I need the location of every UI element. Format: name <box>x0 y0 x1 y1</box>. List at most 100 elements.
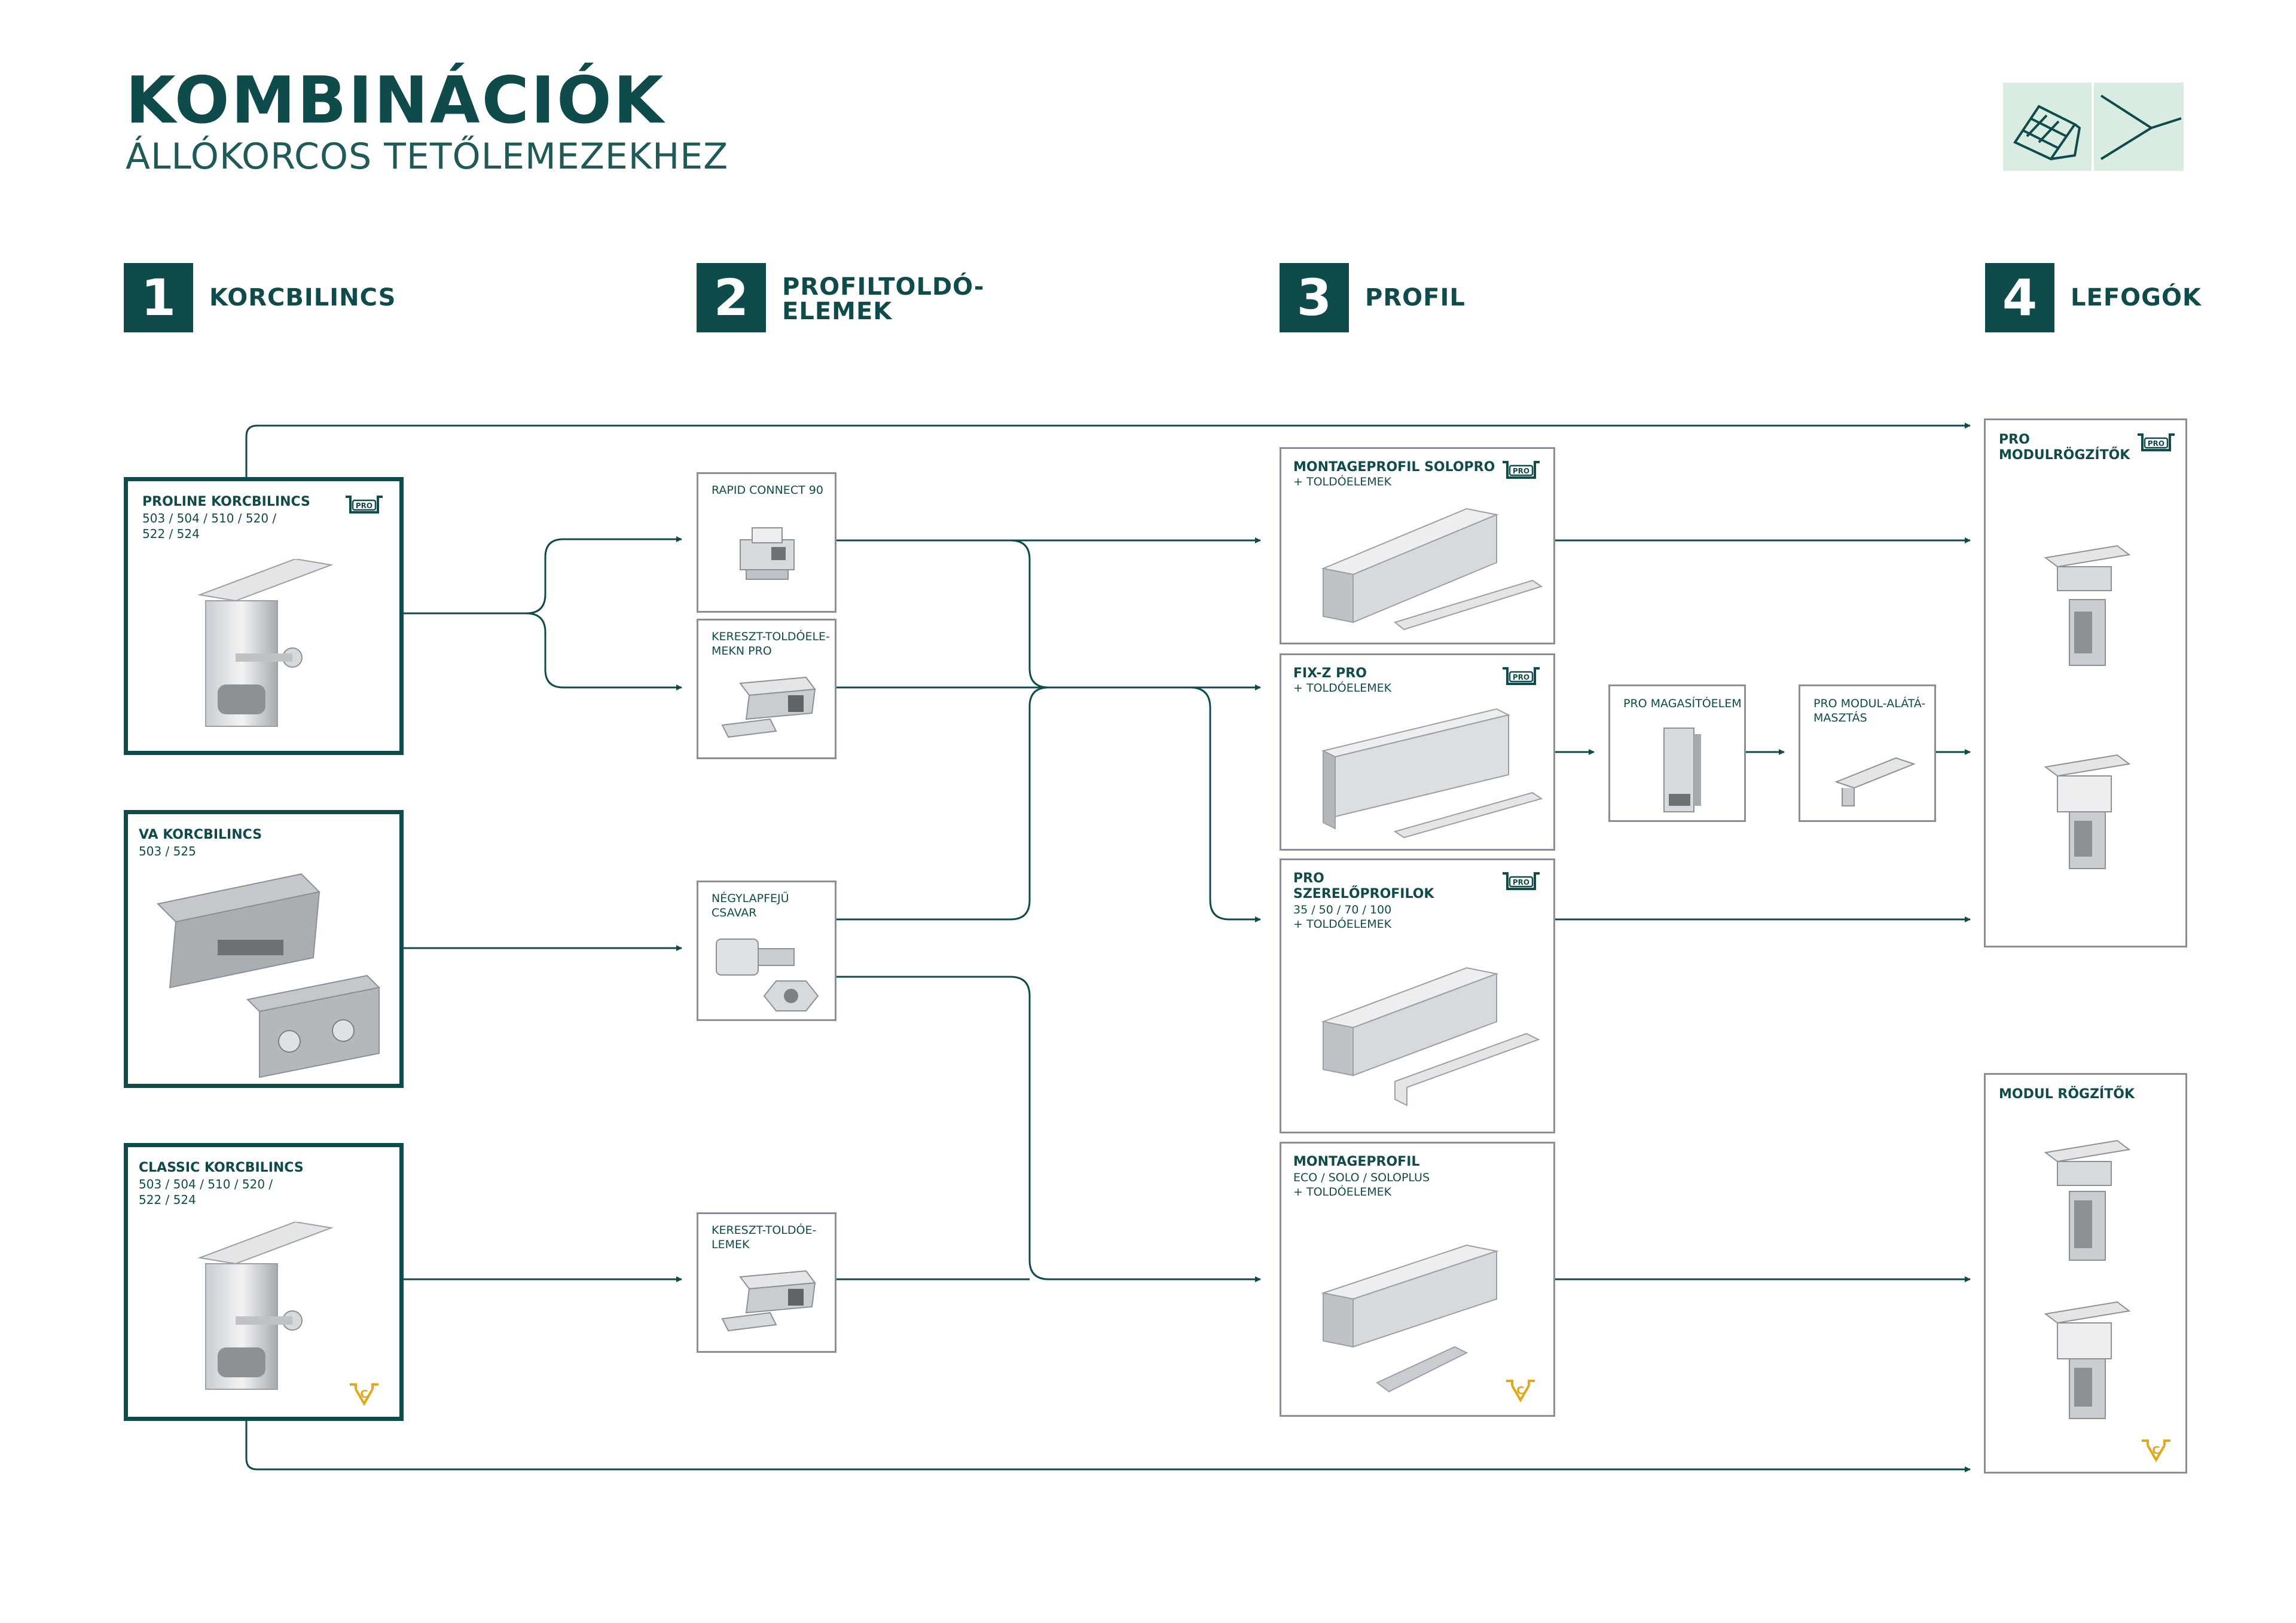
card-subtitle-2: 522 / 524 <box>139 1193 196 1207</box>
card-subtitle: ECO / SOLO / SOLOPLUS <box>1293 1171 1430 1184</box>
classic-c-badge-icon: C <box>2142 1439 2170 1462</box>
alatamasztas-image <box>1834 757 1916 806</box>
card-subtitle: 503 / 504 / 510 / 520 / <box>142 511 277 525</box>
proline-clamp-image <box>197 559 334 727</box>
step-label-3: PROFIL <box>1365 284 1465 311</box>
modul-rogzitok-card[interactable]: MODUL RÖGZÍTŐK C <box>1984 1073 2187 1474</box>
rapid-connect-image <box>740 527 795 580</box>
page-subtitle: ÁLLÓKORCOS TETŐLEMEZEKHEZ <box>126 136 729 178</box>
card-title: KERESZT-TOLDÓELE- <box>712 630 830 643</box>
line-rapid-bus <box>1010 539 1049 689</box>
magasito-image <box>1663 728 1701 812</box>
pro-magasito-card[interactable]: PRO MAGASÍTÓELEM <box>1608 684 1746 822</box>
card-subtitle: 503 / 504 / 510 / 520 / <box>139 1177 273 1191</box>
classic-c-badge-icon: C <box>1506 1380 1535 1402</box>
card-title: FIX-Z PRO <box>1293 666 1367 681</box>
card-subtitle: + TOLDÓELEMEK <box>1293 475 1392 488</box>
svg-text:PRO: PRO <box>1513 878 1529 887</box>
card-subtitle-2: + TOLDÓELEMEK <box>1293 1185 1392 1199</box>
step-label-2: PROFILTOLDÓ- ELEMEK <box>782 273 985 325</box>
card-title: PROLINE KORCBILINCS <box>142 494 310 509</box>
classic-c-badge-icon: C <box>350 1383 378 1406</box>
line-proline-to-pro-clips <box>245 423 1971 478</box>
pro-szerelo-profile-image <box>1321 967 1540 1107</box>
card-title-2: SZERELŐPROFILOK <box>1293 887 1434 901</box>
pro-modul-alatamasztas-card[interactable]: PRO MODUL-ALÁTÁ- MASZTÁS <box>1799 684 1936 822</box>
svg-text:PRO: PRO <box>1513 467 1529 475</box>
card-title: RAPID CONNECT 90 <box>712 484 823 497</box>
solopro-profile-card[interactable]: MONTAGEPROFIL SOLOPRO + TOLDÓELEMEK PRO <box>1280 447 1555 644</box>
step-number-1: 1 <box>124 263 193 332</box>
line-classic-to-modul <box>245 1418 1971 1472</box>
line-csavar-to-montage <box>835 976 1261 1282</box>
card-title: MONTAGEPROFIL <box>1293 1154 1420 1169</box>
card-title: PRO MAGASÍTÓELEM <box>1623 697 1742 710</box>
card-subtitle-2: 522 / 524 <box>142 527 200 541</box>
card-title: VA KORCBILINCS <box>139 827 262 842</box>
svg-text:C: C <box>2152 1444 2160 1457</box>
card-title: PRO <box>1293 871 1324 886</box>
card-title: MONTAGEPROFIL SOLOPRO <box>1293 460 1495 475</box>
step-number-3: 3 <box>1280 263 1349 332</box>
classic-clamp-image <box>197 1222 334 1390</box>
svg-text:C: C <box>360 1388 368 1401</box>
line-split-to-kereszt-pro <box>526 612 682 690</box>
roof-slope-icon <box>2094 82 2184 171</box>
card-subtitle-2: + TOLDÓELEMEK <box>1293 918 1392 931</box>
bolt-nut-image <box>716 939 819 1011</box>
pro-end-clamp-image <box>2044 545 2131 666</box>
card-title: KERESZT-TOLDÓE- <box>712 1224 817 1237</box>
pro-seam-badge-icon: PRO <box>1503 461 1540 479</box>
fixz-pro-card[interactable]: FIX-Z PRO + TOLDÓELEMEK PRO <box>1280 653 1555 851</box>
svg-text:PRO: PRO <box>1513 673 1529 681</box>
montageprofil-card[interactable]: MONTAGEPROFIL ECO / SOLO / SOLOPLUS + TO… <box>1280 1142 1555 1417</box>
pro-szerelo-profil-card[interactable]: PRO SZERELŐPROFILOK 35 / 50 / 70 / 100 +… <box>1280 858 1555 1133</box>
end-clamp-image <box>2044 1139 2131 1261</box>
svg-text:C: C <box>1516 1384 1524 1397</box>
pro-seam-badge-icon: PRO <box>1503 872 1540 890</box>
card-title: PRO MODUL-ALÁTÁ- <box>1813 697 1926 710</box>
kereszt-pro-card[interactable]: KERESZT-TOLDÓELE- MEKN PRO <box>697 619 836 759</box>
pro-middle-clamp-image <box>2044 754 2131 869</box>
solar-roof-icon <box>2003 82 2092 171</box>
card-subtitle: + TOLDÓELEMEK <box>1293 681 1392 695</box>
card-subtitle: 503 / 525 <box>139 844 196 858</box>
page-title: KOMBINÁCIÓK <box>126 63 665 138</box>
classic-clamp-card[interactable]: CLASSIC KORCBILINCS 503 / 504 / 510 / 52… <box>124 1143 404 1421</box>
pro-seam-badge-icon: PRO <box>2138 433 2175 451</box>
card-title: NÉGYLAPFEJŰ <box>712 892 789 905</box>
card-subtitle: 35 / 50 / 70 / 100 <box>1293 903 1392 916</box>
svg-text:PRO: PRO <box>356 502 373 510</box>
card-title-2: MODULRÖGZÍTŐK <box>1999 448 2130 463</box>
fixz-profile-image <box>1321 708 1543 839</box>
negylapfeju-csavar-card[interactable]: NÉGYLAPFEJŰ CSAVAR <box>697 881 836 1021</box>
kereszt-toldoelemek-image <box>721 1270 816 1332</box>
va-clamp-card[interactable]: VA KORCBILINCS 503 / 525 <box>124 810 404 1088</box>
pro-seam-badge-icon: PRO <box>346 496 383 514</box>
va-clamp-image <box>156 873 381 1078</box>
pro-modulrogzitok-card[interactable]: PRO MODULRÖGZÍTŐK PRO <box>1984 418 2187 947</box>
solopro-profile-image <box>1321 508 1543 631</box>
svg-text:PRO: PRO <box>2148 439 2164 448</box>
step-label-1: KORCBILINCS <box>209 284 396 311</box>
kereszt-toldoelemek-card[interactable]: KERESZT-TOLDÓE- LEMEK <box>697 1212 836 1353</box>
middle-clamp-image <box>2044 1301 2131 1419</box>
proline-clamp-card[interactable]: PROLINE KORCBILINCS 503 / 504 / 510 / 52… <box>124 477 404 755</box>
rapid-connect-card[interactable]: RAPID CONNECT 90 <box>697 472 836 613</box>
line-csavar-to-bus <box>835 686 1049 921</box>
card-title-2: MEKN PRO <box>712 644 772 658</box>
card-title: MODUL RÖGZÍTŐK <box>1999 1087 2135 1102</box>
montageprofil-image <box>1321 1244 1499 1393</box>
step-number-4: 4 <box>1985 263 2054 332</box>
step-label-4: LEFOGÓK <box>2071 284 2202 311</box>
kereszt-pro-image <box>721 676 816 738</box>
card-title-2: CSAVAR <box>712 906 757 919</box>
card-title-2: LEMEK <box>712 1238 750 1251</box>
line-split-to-rapid <box>526 536 682 615</box>
line-fixz-to-szerelo <box>1189 686 1261 922</box>
pro-seam-badge-icon: PRO <box>1503 667 1540 685</box>
card-title-2: MASZTÁS <box>1813 711 1867 725</box>
card-title: PRO <box>1999 432 2030 447</box>
step-number-2: 2 <box>697 263 766 332</box>
